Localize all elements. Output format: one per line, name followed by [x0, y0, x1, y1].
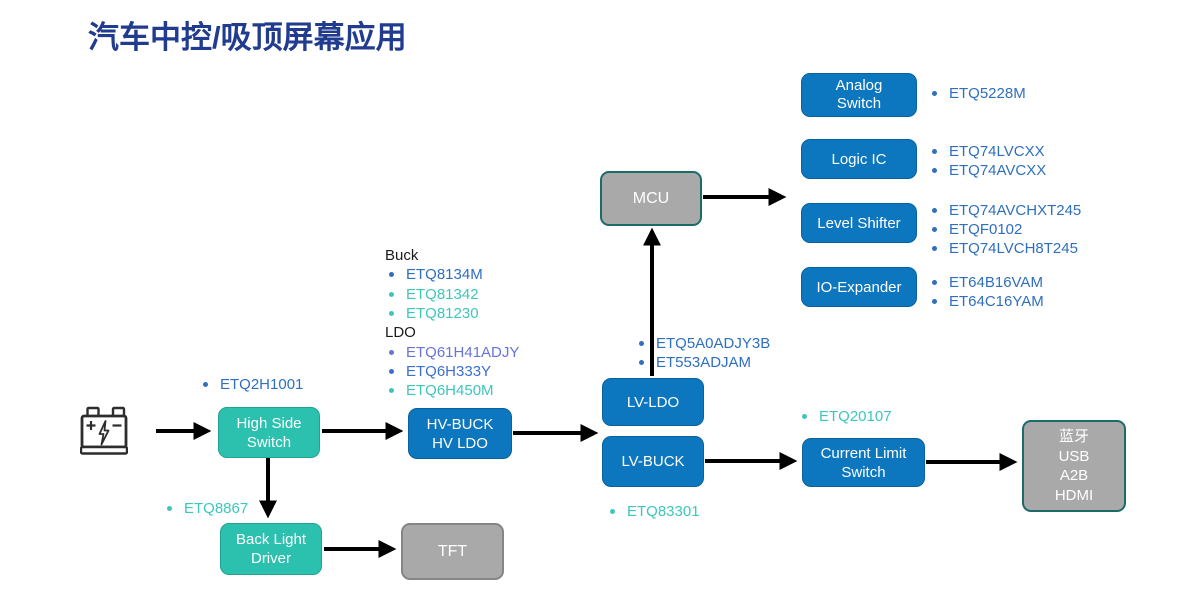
node-label: IO-Expander	[816, 278, 902, 296]
node-label: Level Shifter	[817, 214, 901, 232]
bullet-icon	[932, 280, 937, 285]
parts-group-header: Buck	[385, 247, 419, 265]
bullet-icon	[932, 246, 937, 251]
node-label: Current Limit Switch	[820, 444, 907, 481]
node-label: Logic IC	[831, 150, 887, 168]
page-title: 汽车中控/吸顶屏幕应用	[88, 20, 407, 55]
bullet-icon	[932, 168, 937, 173]
node-level-shifter: Level Shifter	[801, 203, 917, 243]
node-io-expander: IO-Expander	[801, 267, 917, 307]
parts-list-level-shifter: ETQ74AVCHXT245 ETQF0102 ETQ74LVCH8T245	[932, 201, 1081, 258]
battery-icon	[80, 406, 128, 455]
bullet-icon	[203, 382, 208, 387]
bullet-icon	[610, 509, 615, 514]
node-label: MCU	[632, 190, 670, 207]
node-label: TFT	[437, 543, 468, 560]
bullet-icon	[639, 341, 644, 346]
bullet-icon	[167, 506, 172, 511]
part-number: ET553ADJAM	[639, 353, 770, 372]
node-label: Back Light Driver	[235, 531, 307, 567]
parts-group-header: LDO	[385, 324, 416, 342]
parts-list-buck-ldo: Buck ETQ8134M ETQ81342 ETQ81230 LDO ETQ6…	[385, 246, 519, 400]
parts-list-logic-ic: ETQ74LVCXX ETQ74AVCXX	[932, 142, 1046, 180]
node-hv-buck-hv-ldo: HV-BUCK HV LDO	[408, 408, 512, 459]
parts-list-lv-ldo: ETQ5A0ADJY3B ET553ADJAM	[639, 334, 770, 372]
part-number: ETQ2H1001	[203, 375, 303, 394]
bullet-icon	[932, 227, 937, 232]
parts-list-io-expander: ET64B16VAM ET64C16YAM	[932, 273, 1044, 311]
bullet-icon	[932, 299, 937, 304]
part-number: ETQ6H450M	[385, 381, 519, 400]
part-number: ETQ74AVCHXT245	[932, 201, 1081, 220]
bullet-icon	[639, 360, 644, 365]
bullet-icon	[802, 414, 807, 419]
part-number: ETQ6H333Y	[385, 362, 519, 381]
part-number: ETQ5228M	[932, 84, 1026, 103]
part-number: ETQ74LVCH8T245	[932, 239, 1081, 258]
node-mcu: MCU	[600, 171, 702, 226]
node-peripherals: 蓝牙 USB A2B HDMI	[1022, 420, 1126, 512]
node-label: Analog Switch	[835, 77, 883, 112]
part-number: ETQ61H41ADJY	[385, 342, 519, 361]
part-number: ET64C16YAM	[932, 292, 1044, 311]
bullet-icon	[932, 91, 937, 96]
part-number: ETQ8867	[167, 499, 248, 518]
node-label: HV-BUCK HV LDO	[426, 415, 494, 452]
bullet-icon	[389, 388, 394, 394]
part-number: ETQ81342	[385, 285, 519, 304]
parts-list-analog-switch: ETQ5228M	[932, 84, 1026, 103]
bullet-icon	[932, 149, 937, 154]
parts-list-back-light: ETQ8867	[167, 499, 248, 518]
part-number: ETQ5A0ADJY3B	[639, 334, 770, 353]
parts-list-high-side-switch: ETQ2H1001	[203, 375, 303, 394]
node-analog-switch: Analog Switch	[801, 73, 917, 117]
part-number: ETQ83301	[610, 502, 700, 521]
node-logic-ic: Logic IC	[801, 139, 917, 179]
bullet-icon	[389, 291, 394, 297]
part-number: ET64B16VAM	[932, 273, 1044, 292]
node-current-limit-switch: Current Limit Switch	[802, 438, 925, 487]
node-lv-ldo: LV-LDO	[602, 378, 704, 426]
node-label: High Side Switch	[236, 414, 302, 451]
part-number: ETQ81230	[385, 304, 519, 323]
bullet-icon	[389, 311, 394, 317]
node-label: LV-LDO	[626, 393, 680, 411]
node-back-light-driver: Back Light Driver	[220, 523, 322, 575]
part-number: ETQ74AVCXX	[932, 161, 1046, 180]
bullet-icon	[389, 349, 394, 355]
part-number: ETQ8134M	[385, 265, 519, 284]
node-lv-buck: LV-BUCK	[602, 436, 704, 487]
parts-list-lv-buck: ETQ83301	[610, 502, 700, 521]
node-label: 蓝牙 USB A2B HDMI	[1054, 428, 1094, 504]
node-high-side-switch: High Side Switch	[218, 407, 320, 458]
parts-list-current-limit: ETQ20107	[802, 407, 892, 426]
node-label: LV-BUCK	[621, 453, 685, 470]
part-number: ETQ74LVCXX	[932, 142, 1046, 161]
bullet-icon	[389, 272, 394, 278]
bullet-icon	[389, 368, 394, 374]
part-number: ETQ20107	[802, 407, 892, 426]
bullet-icon	[932, 208, 937, 213]
node-tft: TFT	[401, 523, 504, 580]
part-number: ETQF0102	[932, 220, 1081, 239]
